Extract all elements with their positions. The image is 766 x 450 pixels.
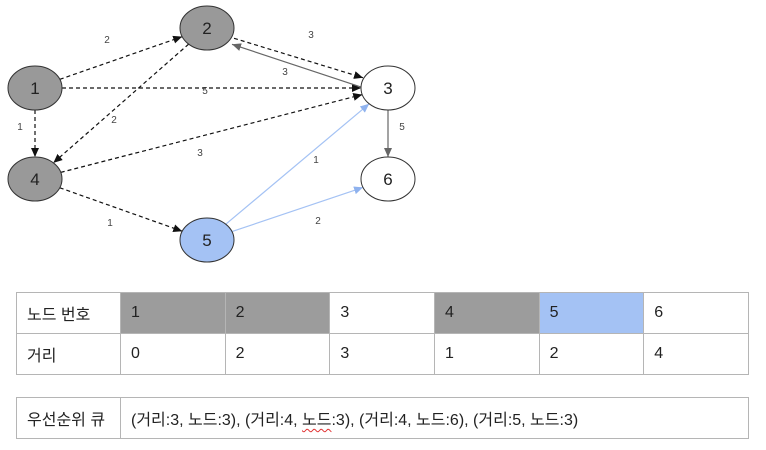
edge-weight-label: 5: [202, 86, 208, 97]
distance-row: 거리 0 2 3 1 2 4: [16, 333, 749, 375]
priority-queue-table: 우선순위 큐 (거리:3, 노드:3), (거리:4, 노드:3), (거리:4…: [16, 397, 749, 439]
edge-2-4: [52, 43, 190, 164]
graph-node-label: 2: [202, 19, 211, 38]
edge-weight-label: 3: [197, 148, 203, 159]
node-number-cell: 4: [433, 292, 540, 334]
edge-weight-label: 1: [17, 122, 23, 133]
edge-5-3: [225, 103, 370, 225]
graph-node-6: [360, 156, 416, 202]
queue-segment: :3), (거리:4, 노드:6), (거리:5, 노드:3): [331, 412, 579, 429]
queue-segment: :4,: [279, 412, 303, 429]
graph-node-label: 6: [383, 170, 392, 189]
graph-diagram: 2 5 1 3 3 2 3 1 5 1 2 1 2 3 4 5 6: [7, 5, 416, 263]
edge-3-2: [231, 43, 364, 89]
priority-queue-header: 우선순위 큐: [16, 397, 121, 439]
edge-weight-label: 2: [104, 35, 110, 46]
distance-cell: 0: [120, 333, 226, 375]
priority-queue-row: 우선순위 큐 (거리:3, 노드:3), (거리:4, 노드:3), (거리:4…: [16, 397, 749, 439]
distance-table: 노드 번호 1 2 3 4 5 6 거리 0 2 3 1 2 4: [16, 292, 749, 375]
graph-node-3: [360, 65, 416, 111]
distance-cell: 2: [538, 333, 645, 375]
edge-weight-label: 2: [111, 115, 117, 126]
distance-header: 거리: [16, 333, 121, 375]
edge-weight-label: 5: [399, 122, 405, 133]
node-number-cell: 5: [538, 292, 645, 334]
edge-weight-label: 3: [308, 30, 314, 41]
edge-5-6: [231, 186, 364, 233]
node-number-cell: 3: [329, 292, 435, 334]
node-number-cell: 6: [643, 292, 749, 334]
graph-edges: 2 5 1 3 3 2 3 1 5 1 2: [17, 30, 405, 233]
queue-segment: (거리:3, 노드:3), (: [131, 412, 251, 429]
distance-cell: 4: [643, 333, 749, 375]
distance-cell: 1: [433, 333, 540, 375]
priority-queue-content: (거리:3, 노드:3), (거리:4, 노드:3), (거리:4, 노드:6)…: [120, 397, 749, 439]
graph-node-label: 5: [202, 231, 211, 250]
queue-segment-spellcheck: 노드: [302, 412, 332, 429]
graph-node-label: 3: [383, 79, 392, 98]
distance-cell: 3: [329, 333, 435, 375]
graph-node-4: [7, 156, 63, 202]
graph-node-1: [7, 65, 63, 111]
edge-4-5: [59, 187, 183, 232]
edge-weight-label: 1: [313, 155, 319, 166]
edge-4-3: [60, 93, 363, 173]
edge-1-2: [59, 35, 183, 80]
queue-segment: 거리: [250, 412, 280, 429]
graph-node-label: 1: [30, 79, 39, 98]
edge-weight-label: 2: [315, 216, 321, 227]
distance-cell: 2: [224, 333, 331, 375]
edge-weight-label: 1: [107, 218, 113, 229]
node-number-cell: 2: [224, 292, 331, 334]
node-number-cell: 1: [120, 292, 226, 334]
edge-2-3: [233, 37, 364, 79]
graph-node-label: 4: [30, 170, 39, 189]
graph-node-5: [179, 217, 235, 263]
edge-weight-label: 3: [282, 67, 288, 78]
node-number-header: 노드 번호: [16, 292, 121, 334]
graph-node-2: [179, 5, 235, 51]
node-number-row: 노드 번호 1 2 3 4 5 6: [16, 292, 749, 334]
graph-nodes: 1 2 3 4 5 6: [7, 5, 416, 263]
